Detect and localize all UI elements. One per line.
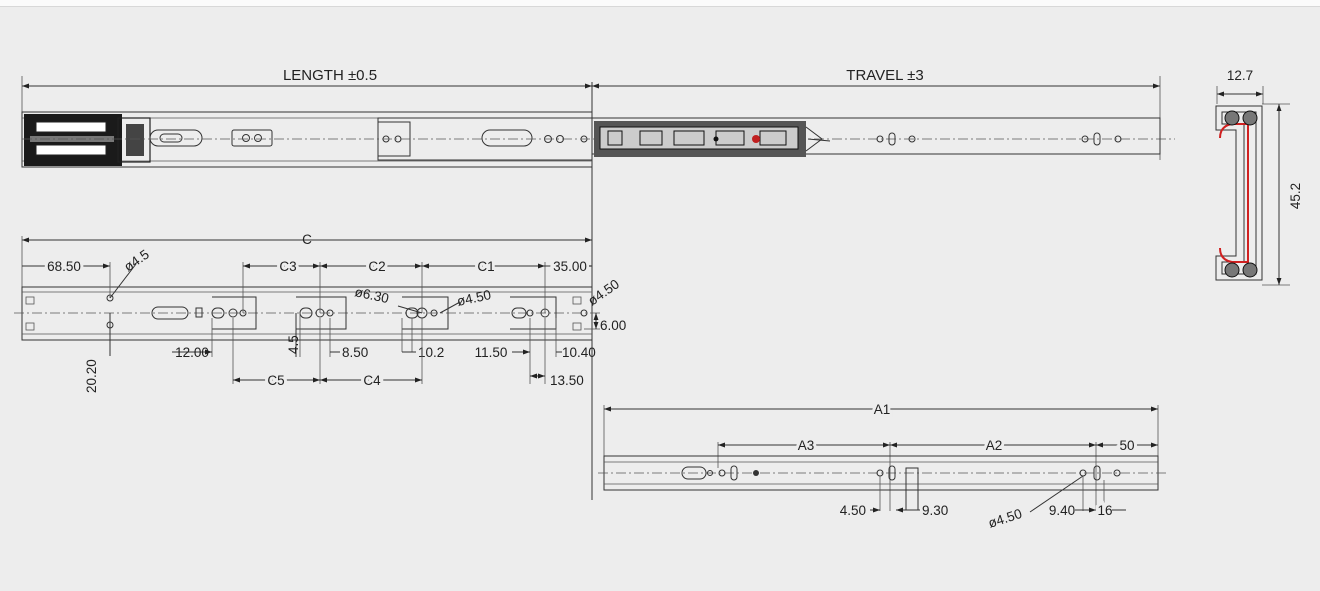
dim-c: C — [302, 232, 312, 247]
dim-12-00: 12.00 — [175, 345, 209, 360]
inner-member — [591, 117, 1161, 155]
dim-10-2: 10.2 — [418, 345, 444, 360]
hole-phi-6-30: ø6.30 — [353, 284, 390, 306]
dim-a1: A1 — [874, 402, 891, 417]
dim-10-40: 10.40 — [562, 345, 596, 360]
cross-section-profile: 12.7 45.2 — [1215, 68, 1303, 286]
dim-c1: C1 — [477, 259, 494, 274]
dim-c3: C3 — [279, 259, 296, 274]
outer-rail-side — [21, 286, 593, 341]
dim-9-40: 9.40 — [1049, 503, 1075, 518]
dim-c4: C4 — [363, 373, 381, 388]
dim-8-50: 8.50 — [342, 345, 368, 360]
hole-phi-4-50-member: ø4.50 — [986, 506, 1023, 531]
dim-20-20: 20.20 — [84, 359, 99, 393]
dim-68-50: 68.50 — [47, 259, 81, 274]
profile-highlight — [1219, 123, 1249, 263]
dim-16: 16 — [1097, 503, 1112, 518]
dim-6-00: 6.00 — [600, 318, 626, 333]
top-view: LENGTH ±0.5 TRAVEL ±3 — [21, 67, 1175, 500]
dim-13-50: 13.50 — [550, 373, 584, 388]
profile-width-label: 12.7 — [1227, 68, 1253, 83]
travel-label: TRAVEL ±3 — [846, 67, 923, 84]
top-bar — [0, 0, 1320, 7]
dim-9-30: 9.30 — [922, 503, 948, 518]
dim-11-50: 11.50 — [475, 345, 508, 360]
hole-phi-4-50: ø4.50 — [456, 287, 493, 309]
length-label: LENGTH ±0.5 — [283, 67, 377, 84]
dim-c5: C5 — [267, 373, 284, 388]
hole-phi-4-50-end: ø4.50 — [585, 276, 622, 308]
dim-4-50: 4.50 — [840, 503, 866, 518]
rail-view: C 68.50 ø4.5 — [14, 232, 626, 393]
member-view: A1 A3 A2 50 4.50 9.30 ø4.50 9. — [598, 399, 1168, 531]
dim-35-00: 35.00 — [553, 259, 587, 274]
dim-4-5: 4.5 — [286, 335, 301, 354]
profile-height-label: 45.2 — [1288, 183, 1303, 209]
dim-50: 50 — [1119, 438, 1134, 453]
hole-phi-4-5: ø4.5 — [121, 247, 152, 275]
dim-a2: A2 — [986, 438, 1003, 453]
dim-a3: A3 — [798, 438, 815, 453]
dim-c2: C2 — [368, 259, 385, 274]
